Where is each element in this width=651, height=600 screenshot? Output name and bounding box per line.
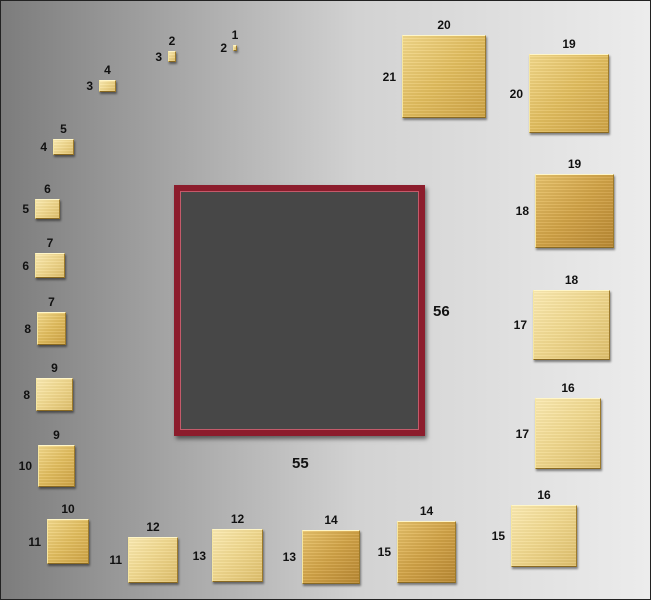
square-s5 bbox=[35, 199, 60, 219]
square-s13 bbox=[302, 530, 360, 584]
square-s7 bbox=[37, 312, 66, 345]
square-s4 bbox=[53, 139, 74, 155]
square-side-label: 3 bbox=[155, 49, 162, 64]
square-side-label: 11 bbox=[109, 553, 122, 567]
center-square bbox=[174, 185, 425, 436]
square-side-label: 17 bbox=[513, 318, 527, 332]
square-top-label: 12 bbox=[230, 512, 245, 526]
square-top-label: 20 bbox=[437, 18, 451, 32]
square-s15 bbox=[511, 505, 577, 567]
square-top-label: 4 bbox=[104, 63, 111, 77]
square-side-label: 18 bbox=[515, 204, 529, 218]
square-top-label: 12 bbox=[146, 520, 160, 534]
square-top-label: 7 bbox=[46, 236, 54, 250]
square-s18 bbox=[535, 174, 614, 248]
square-s12 bbox=[212, 529, 263, 582]
square-side-label: 5 bbox=[22, 202, 29, 216]
center-width-label: 55 bbox=[292, 455, 309, 472]
square-side-label: 20 bbox=[509, 86, 523, 101]
square-side-label: 8 bbox=[24, 321, 31, 336]
square-s11 bbox=[128, 537, 178, 583]
square-s1 bbox=[233, 45, 237, 51]
square-s10 bbox=[47, 519, 89, 564]
square-side-label: 17 bbox=[515, 426, 529, 441]
square-side-label: 10 bbox=[18, 459, 32, 473]
square-top-label: 9 bbox=[51, 361, 58, 375]
square-top-label: 5 bbox=[60, 122, 67, 136]
square-s16 bbox=[535, 398, 601, 469]
square-side-label: 6 bbox=[22, 258, 29, 273]
square-s3 bbox=[99, 80, 116, 92]
square-s17 bbox=[533, 290, 610, 360]
square-top-label: 14 bbox=[324, 513, 338, 527]
square-top-label: 19 bbox=[562, 37, 576, 51]
square-side-label: 2 bbox=[220, 41, 227, 55]
square-top-label: 10 bbox=[61, 502, 75, 516]
square-s20 bbox=[402, 35, 486, 118]
square-side-label: 15 bbox=[377, 545, 391, 559]
square-s8 bbox=[36, 378, 73, 411]
square-top-label: 2 bbox=[168, 34, 176, 48]
square-side-label: 11 bbox=[28, 534, 41, 549]
square-side-label: 13 bbox=[282, 550, 296, 564]
square-top-label: 9 bbox=[53, 428, 60, 442]
square-side-label: 4 bbox=[40, 140, 47, 154]
square-top-label: 16 bbox=[537, 488, 551, 502]
square-top-label: 1 bbox=[231, 28, 239, 42]
square-top-label: 16 bbox=[561, 381, 575, 395]
square-s14 bbox=[397, 521, 456, 583]
square-top-label: 19 bbox=[567, 157, 582, 171]
square-side-label: 21 bbox=[382, 69, 396, 84]
square-side-label: 15 bbox=[491, 529, 505, 543]
square-top-label: 6 bbox=[44, 182, 51, 196]
center-height-label: 56 bbox=[433, 303, 450, 320]
square-s2 bbox=[168, 51, 176, 62]
square-s19 bbox=[529, 54, 609, 133]
square-top-label: 7 bbox=[48, 295, 55, 309]
square-side-label: 3 bbox=[86, 79, 93, 93]
square-s6 bbox=[35, 253, 65, 278]
square-s9 bbox=[38, 445, 75, 487]
square-side-label: 13 bbox=[192, 548, 206, 563]
square-side-label: 8 bbox=[23, 387, 30, 402]
square-top-label: 14 bbox=[419, 504, 434, 518]
square-top-label: 18 bbox=[564, 273, 579, 287]
